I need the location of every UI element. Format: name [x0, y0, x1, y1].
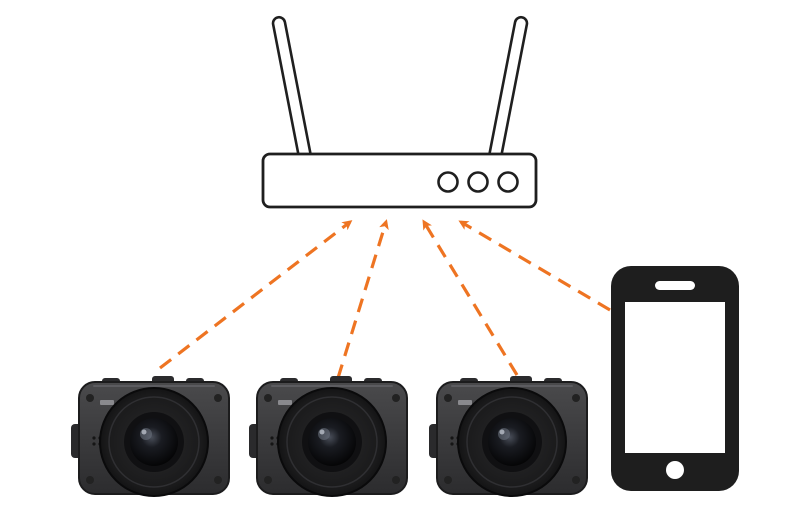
router-antenna-right	[487, 15, 529, 165]
360-camera-icon	[70, 375, 230, 497]
camera-1	[70, 375, 230, 497]
camera-1-to-router-arrow	[159, 220, 353, 370]
wifi-router-icon	[261, 15, 538, 209]
camera-2-to-router-arrow	[336, 219, 389, 379]
camera-3	[428, 375, 588, 497]
router-status-light	[437, 171, 459, 193]
phone-to-router-arrow	[458, 220, 611, 312]
camera-2	[248, 375, 408, 497]
360-camera-icon	[248, 375, 408, 497]
router-status-light	[497, 171, 519, 193]
phone-screen	[625, 302, 725, 453]
phone-speaker	[655, 281, 695, 290]
phone-home-button	[666, 461, 684, 479]
smartphone-icon	[611, 266, 739, 491]
router-antenna-left	[271, 15, 313, 165]
connection-arrows	[159, 219, 611, 379]
router-status-light	[467, 171, 489, 193]
360-camera-icon	[428, 375, 588, 497]
camera-3-to-router-arrow	[422, 219, 519, 376]
router-body	[261, 152, 538, 209]
